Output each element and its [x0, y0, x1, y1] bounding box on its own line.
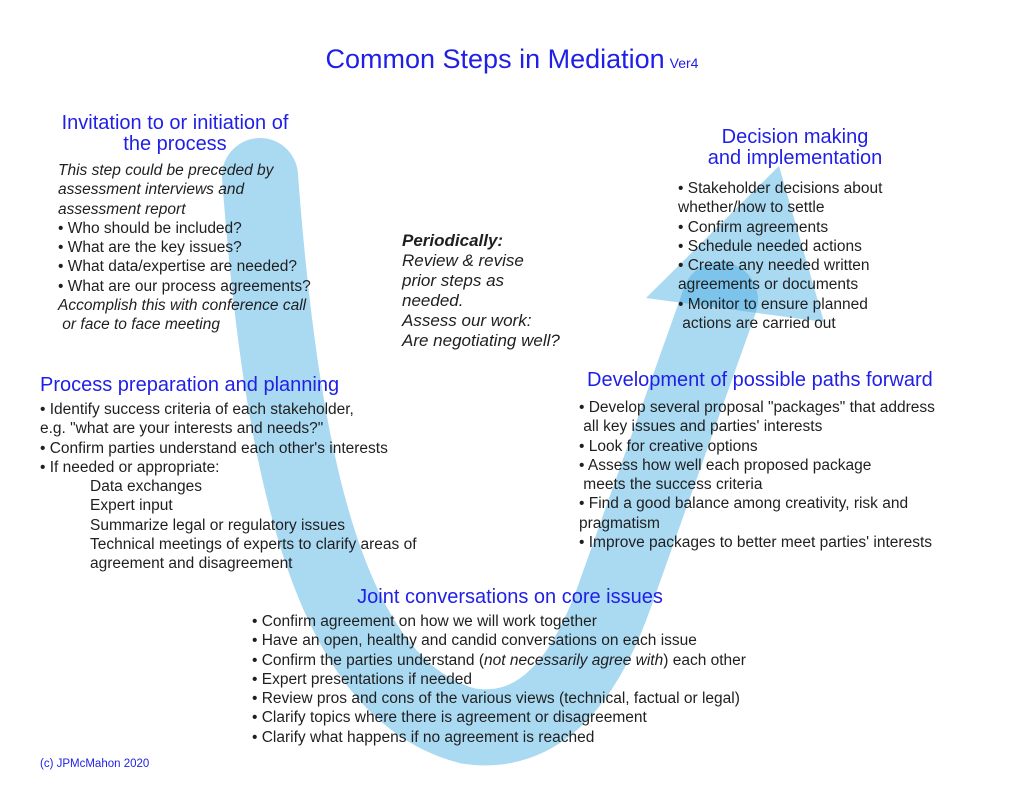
joint-heading: Joint conversations on core issues: [250, 587, 770, 608]
joint-mixed-italic: not necessarily agree with: [484, 651, 664, 669]
copyright-notice: (c) JPMcMahon 2020: [40, 758, 150, 770]
process-heading-text: Process preparation and planning: [40, 374, 340, 396]
invitation-footer-line: Accomplish this with conference call: [58, 297, 307, 315]
process-sub-line: Expert input: [90, 497, 173, 515]
process-body: • Identify success criteria of each stak…: [40, 400, 417, 574]
development-line: meets the success criteria: [579, 476, 763, 494]
periodically-heading: Periodically:: [402, 231, 504, 250]
process-sub-line: Data exchanges: [90, 478, 203, 496]
development-line: all key issues and parties' interests: [579, 418, 823, 436]
decision-heading: Decision making and implementation: [655, 127, 935, 169]
development-line: • Find a good balance among creativity, …: [579, 495, 909, 513]
invitation-bullet: • What data/expertise are needed?: [58, 258, 297, 276]
periodically-note: Periodically: Review & revise prior step…: [402, 231, 560, 351]
invitation-body: This step could be preceded by assessmen…: [58, 161, 311, 335]
decision-line: • Monitor to ensure planned: [678, 295, 868, 313]
title-text: Common Steps in Mediation: [325, 44, 665, 74]
decision-line: • Stakeholder decisions about: [678, 180, 883, 197]
decision-line: actions are carried out: [678, 315, 836, 333]
process-sub-line: Technical meetings of experts to clarify…: [90, 536, 417, 554]
invitation-footer-line: or face to face meeting: [58, 316, 220, 334]
periodically-line: Assess our work:: [402, 311, 532, 330]
invitation-bullet: • What are our process agreements?: [58, 277, 311, 295]
decision-heading-line1: Decision making: [721, 126, 869, 148]
invitation-heading: Invitation to or initiation of the proce…: [25, 113, 325, 155]
process-sub-line: Summarize legal or regulatory issues: [90, 516, 345, 534]
title-version: Ver4: [669, 55, 699, 71]
invitation-bullet: • What are the key issues?: [58, 239, 242, 257]
development-line: • Look for creative options: [579, 437, 758, 455]
decision-line: agreements or documents: [678, 276, 859, 294]
development-heading: Development of possible paths forward: [587, 370, 933, 391]
development-line: • Assess how well each proposed package: [579, 456, 872, 474]
development-heading-text: Development of possible paths forward: [587, 369, 933, 391]
decision-line: • Schedule needed actions: [678, 237, 862, 255]
arrow-head-icon: [646, 166, 824, 322]
development-body: • Develop several proposal "packages" th…: [579, 398, 935, 552]
process-heading: Process preparation and planning: [40, 375, 339, 396]
invitation-heading-line2: the process: [123, 133, 227, 155]
joint-line: • Clarify what happens if no agreement i…: [252, 728, 595, 746]
joint-line: • Clarify topics where there is agreemen…: [252, 709, 647, 727]
decision-body: • Stakeholder decisions about whether/ho…: [678, 179, 882, 333]
arrow-tail-curve: [222, 138, 758, 766]
development-line: • Improve packages to better meet partie…: [579, 534, 932, 552]
periodically-line: prior steps as: [402, 271, 505, 290]
process-line: • Confirm parties understand each other'…: [40, 439, 388, 457]
process-line: • Identify success criteria of each stak…: [40, 401, 354, 418]
joint-line: • Review pros and cons of the various vi…: [252, 690, 740, 708]
joint-line-mixed: • Confirm the parties understand (not ne…: [252, 651, 746, 670]
joint-body: • Confirm agreement on how we will work …: [252, 612, 746, 747]
decision-heading-line2: and implementation: [707, 147, 883, 169]
invitation-heading-line1: Invitation to or initiation of: [61, 112, 289, 134]
development-line: pragmatism: [579, 514, 660, 532]
invitation-preface-line: assessment interviews and: [58, 181, 245, 199]
decision-line: whether/how to settle: [678, 199, 825, 217]
invitation-preface-line: This step could be preceded by: [58, 162, 274, 179]
periodically-line: Review & revise: [402, 251, 524, 270]
process-sub-line: agreement and disagreement: [90, 555, 293, 573]
joint-heading-text: Joint conversations on core issues: [357, 586, 663, 608]
joint-line: • Have an open, healthy and candid conve…: [252, 632, 697, 650]
invitation-preface-line: assessment report: [58, 200, 186, 218]
decision-line: • Confirm agreements: [678, 218, 829, 236]
decision-line: • Create any needed written: [678, 257, 870, 275]
development-line: • Develop several proposal "packages" th…: [579, 399, 935, 416]
joint-line: • Confirm agreement on how we will work …: [252, 613, 597, 630]
process-line: • If needed or appropriate:: [40, 458, 220, 476]
periodically-line: Are negotiating well?: [402, 331, 560, 350]
invitation-bullet: • Who should be included?: [58, 219, 242, 237]
joint-mixed-suffix: ) each other: [663, 651, 746, 669]
joint-mixed-prefix: • Confirm the parties understand (: [252, 651, 485, 669]
joint-line: • Expert presentations if needed: [252, 670, 472, 688]
process-line: e.g. "what are your interests and needs?…: [40, 420, 324, 438]
periodically-line: needed.: [402, 291, 464, 310]
